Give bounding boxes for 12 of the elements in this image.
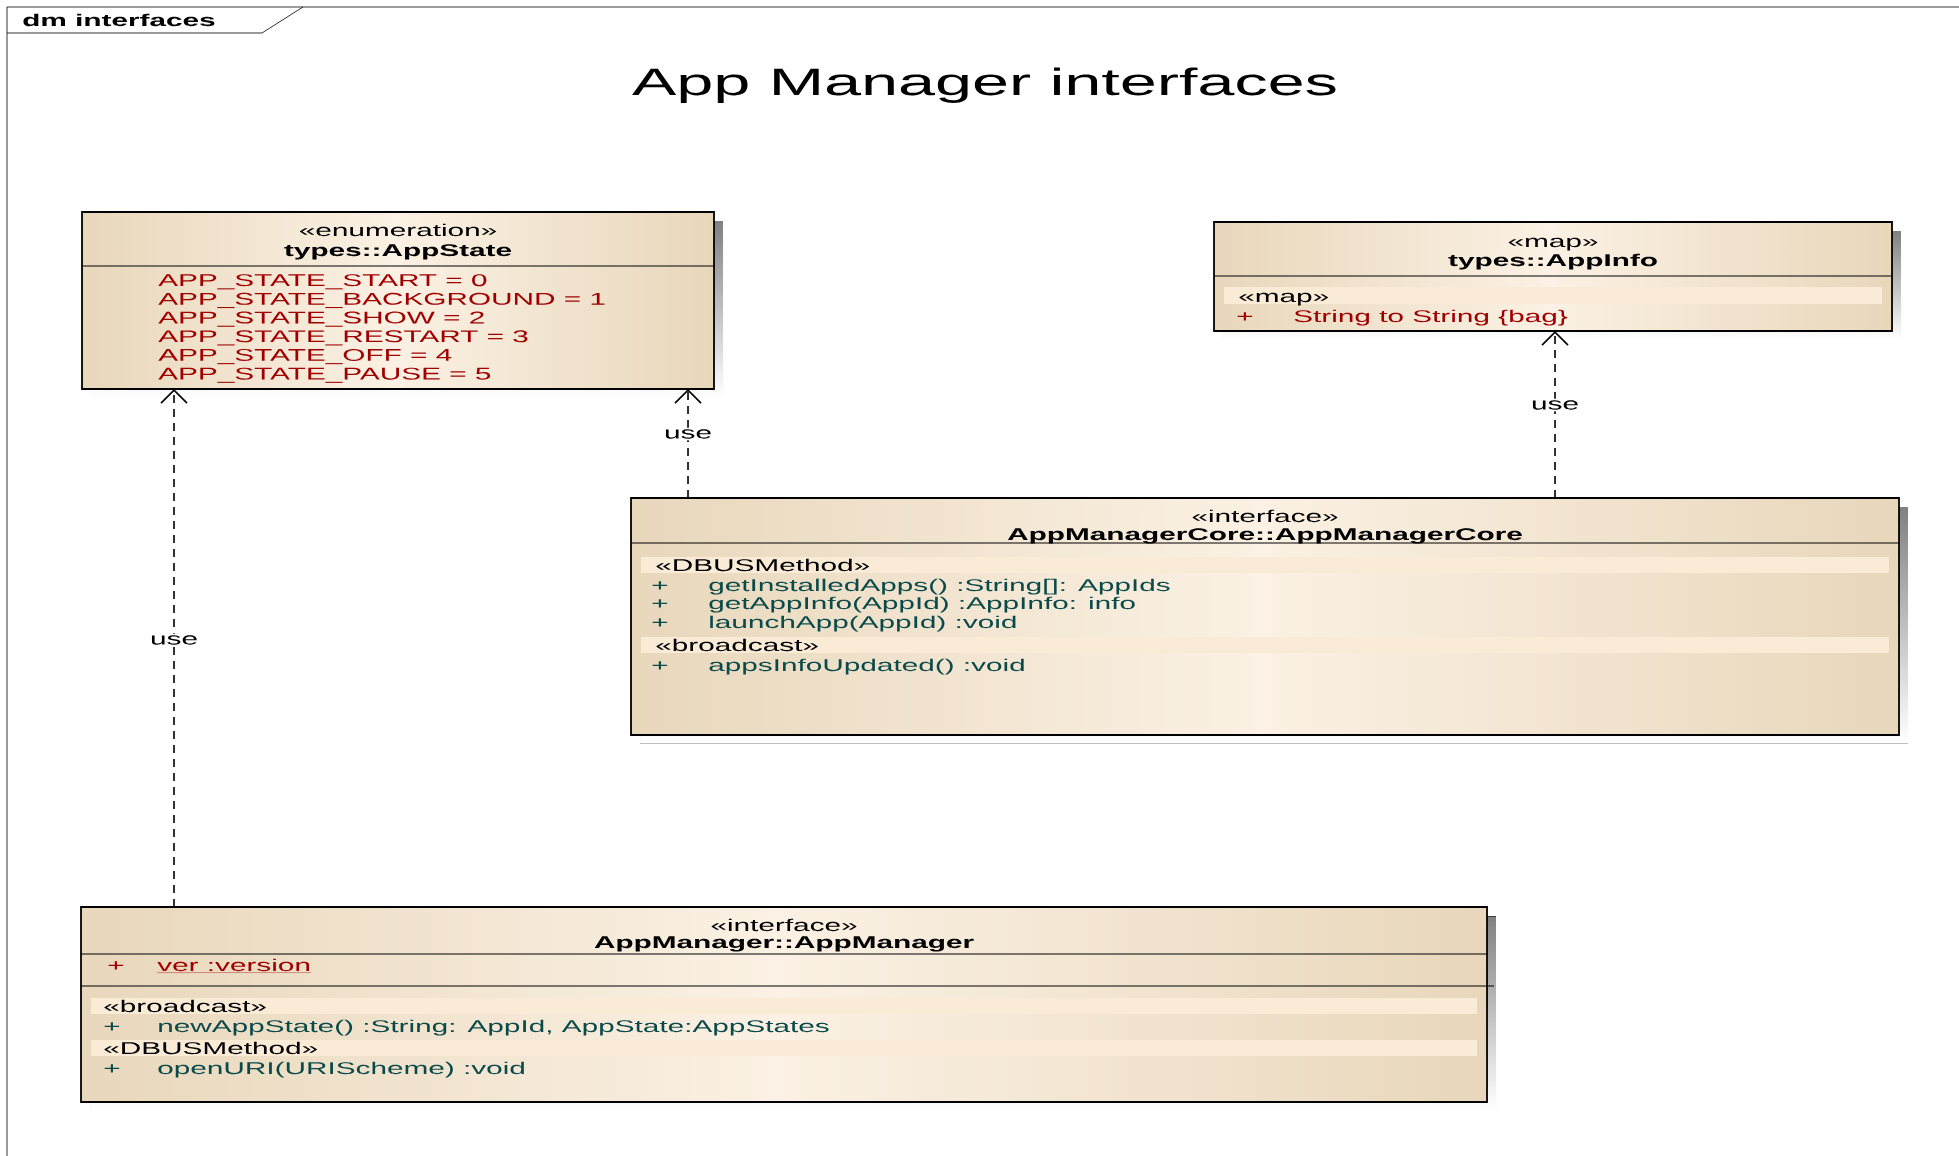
edge-label: use [662, 427, 714, 441]
dependency-arrow [1541, 331, 1569, 499]
class-box: «interface» AppManagerCore::AppManagerCore «DBUSMethod» + getInstalledApps() :String[]: AppIds + getAppInfo(AppId) :AppInfo: info + launchApp(AppId) :void «broadcast» + appsInfoUpdated() :void [630, 497, 1908, 744]
diagram-title: App Manager interfaces [632, 67, 1336, 103]
dependency-arrow [160, 389, 188, 908]
frame-tab: dm interfaces [6, 6, 304, 34]
class-box: «interface» AppManager::AppManager + ver :version «broadcast» + newAppState() :String: AppId, AppState:AppStates «DBUSMethod» + openURI(URIScheme) :void [80, 906, 1496, 1111]
dependency-arrow [674, 389, 702, 499]
edge-label: use [1529, 398, 1581, 412]
class-box: «map» types::AppInfo «map» + String to String {bag} [1213, 221, 1901, 340]
edge-label: use [148, 633, 200, 647]
class-box: «enumeration» types::AppState APP_STATE_START = 0 APP_STATE_BACKGROUND = 1 APP_STATE_SHOW = 2 APP_STATE_RESTART = 3 APP_STATE_OFF = 4 APP_STATE_PAUSE = 5 [81, 211, 723, 398]
